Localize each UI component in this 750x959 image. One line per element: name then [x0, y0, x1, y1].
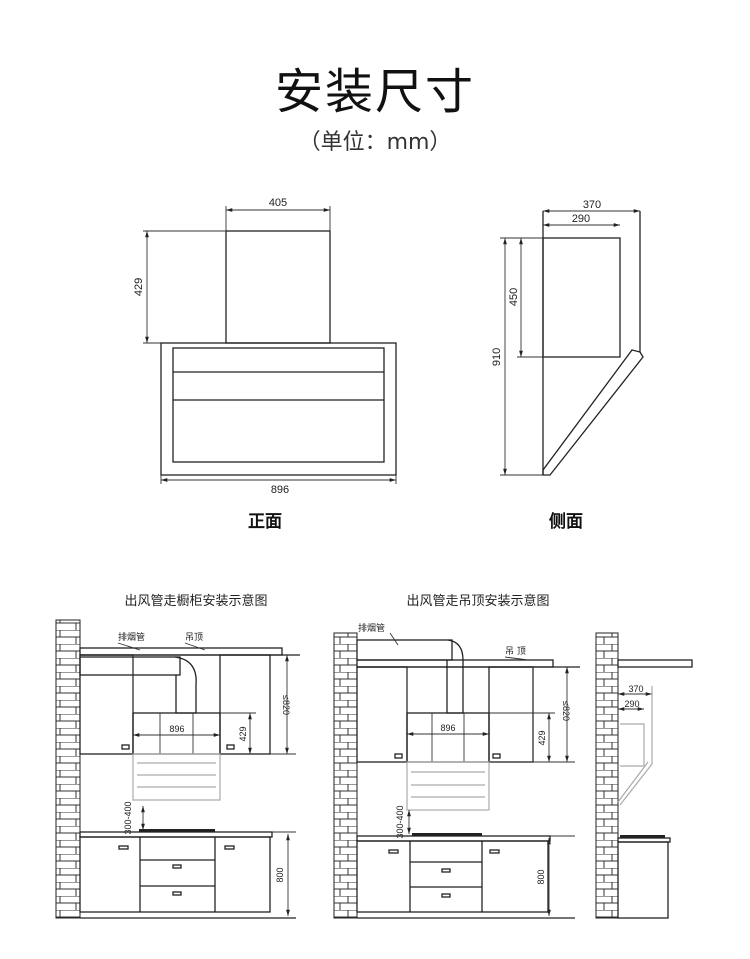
side-height-top: 450 [508, 288, 520, 306]
front-view-label: 正面 [248, 512, 282, 532]
side-view: 370 290 910 450 侧面 [491, 199, 644, 532]
cabinet-hood-height-dim: 429 [238, 726, 248, 741]
ceiling-clearance-dim: 300-400 [395, 805, 405, 838]
ceiling-duct-diagram: 出风管走吊顶安装示意图 排烟管 吊 顶 896 429 ≤820 300-400 [333, 593, 580, 919]
cabinet-clearance-dim: 300-400 [123, 801, 133, 834]
ceiling-label: 吊 顶 [505, 646, 526, 657]
cabinet-duct-diagram: 出风管走橱柜安装示意图 排烟管 吊顶 896 429 ≤820 300-400 [55, 593, 300, 919]
exhaust-duct [79, 656, 181, 676]
front-view: 405 429 896 正面 [133, 197, 397, 532]
wall-brick [333, 632, 358, 919]
page-title: 安装尺寸 [274, 64, 475, 120]
side-diagram-depth-top: 290 [624, 699, 639, 709]
exhaust-duct [356, 639, 453, 661]
front-top-width: 405 [269, 197, 287, 209]
side-depth-total: 370 [583, 199, 601, 211]
side-depth-top: 290 [572, 213, 590, 225]
ceiling-diagram-caption: 出风管走吊顶安装示意图 [406, 593, 549, 609]
front-top-height: 429 [133, 278, 145, 296]
side-install-diagram: 370 290 [595, 632, 693, 919]
side-view-label: 侧面 [549, 511, 583, 532]
duct-label: 排烟管 [118, 631, 145, 643]
cabinet-counter-height-dim: 800 [275, 867, 285, 882]
wall-brick [595, 632, 619, 919]
ceiling-width-dim: 896 [440, 723, 455, 733]
ceiling-hood-height-dim: 429 [537, 730, 547, 745]
ceiling-label: 吊顶 [185, 632, 203, 643]
unit-subtitle: （单位：mm） [298, 130, 452, 155]
wall-brick [55, 619, 81, 919]
side-height-total: 910 [491, 348, 503, 366]
duct-label: 排烟管 [358, 622, 385, 634]
cabinet-width-dim: 896 [169, 724, 184, 734]
ceiling-counter-height-dim: 800 [536, 869, 546, 884]
front-body-width: 896 [271, 484, 289, 496]
cabinet-diagram-caption: 出风管走橱柜安装示意图 [124, 593, 267, 609]
ceiling-max-height-dim: ≤820 [561, 701, 571, 721]
cabinet-max-height-dim: ≤820 [281, 695, 291, 715]
side-diagram-depth-total: 370 [628, 684, 643, 694]
